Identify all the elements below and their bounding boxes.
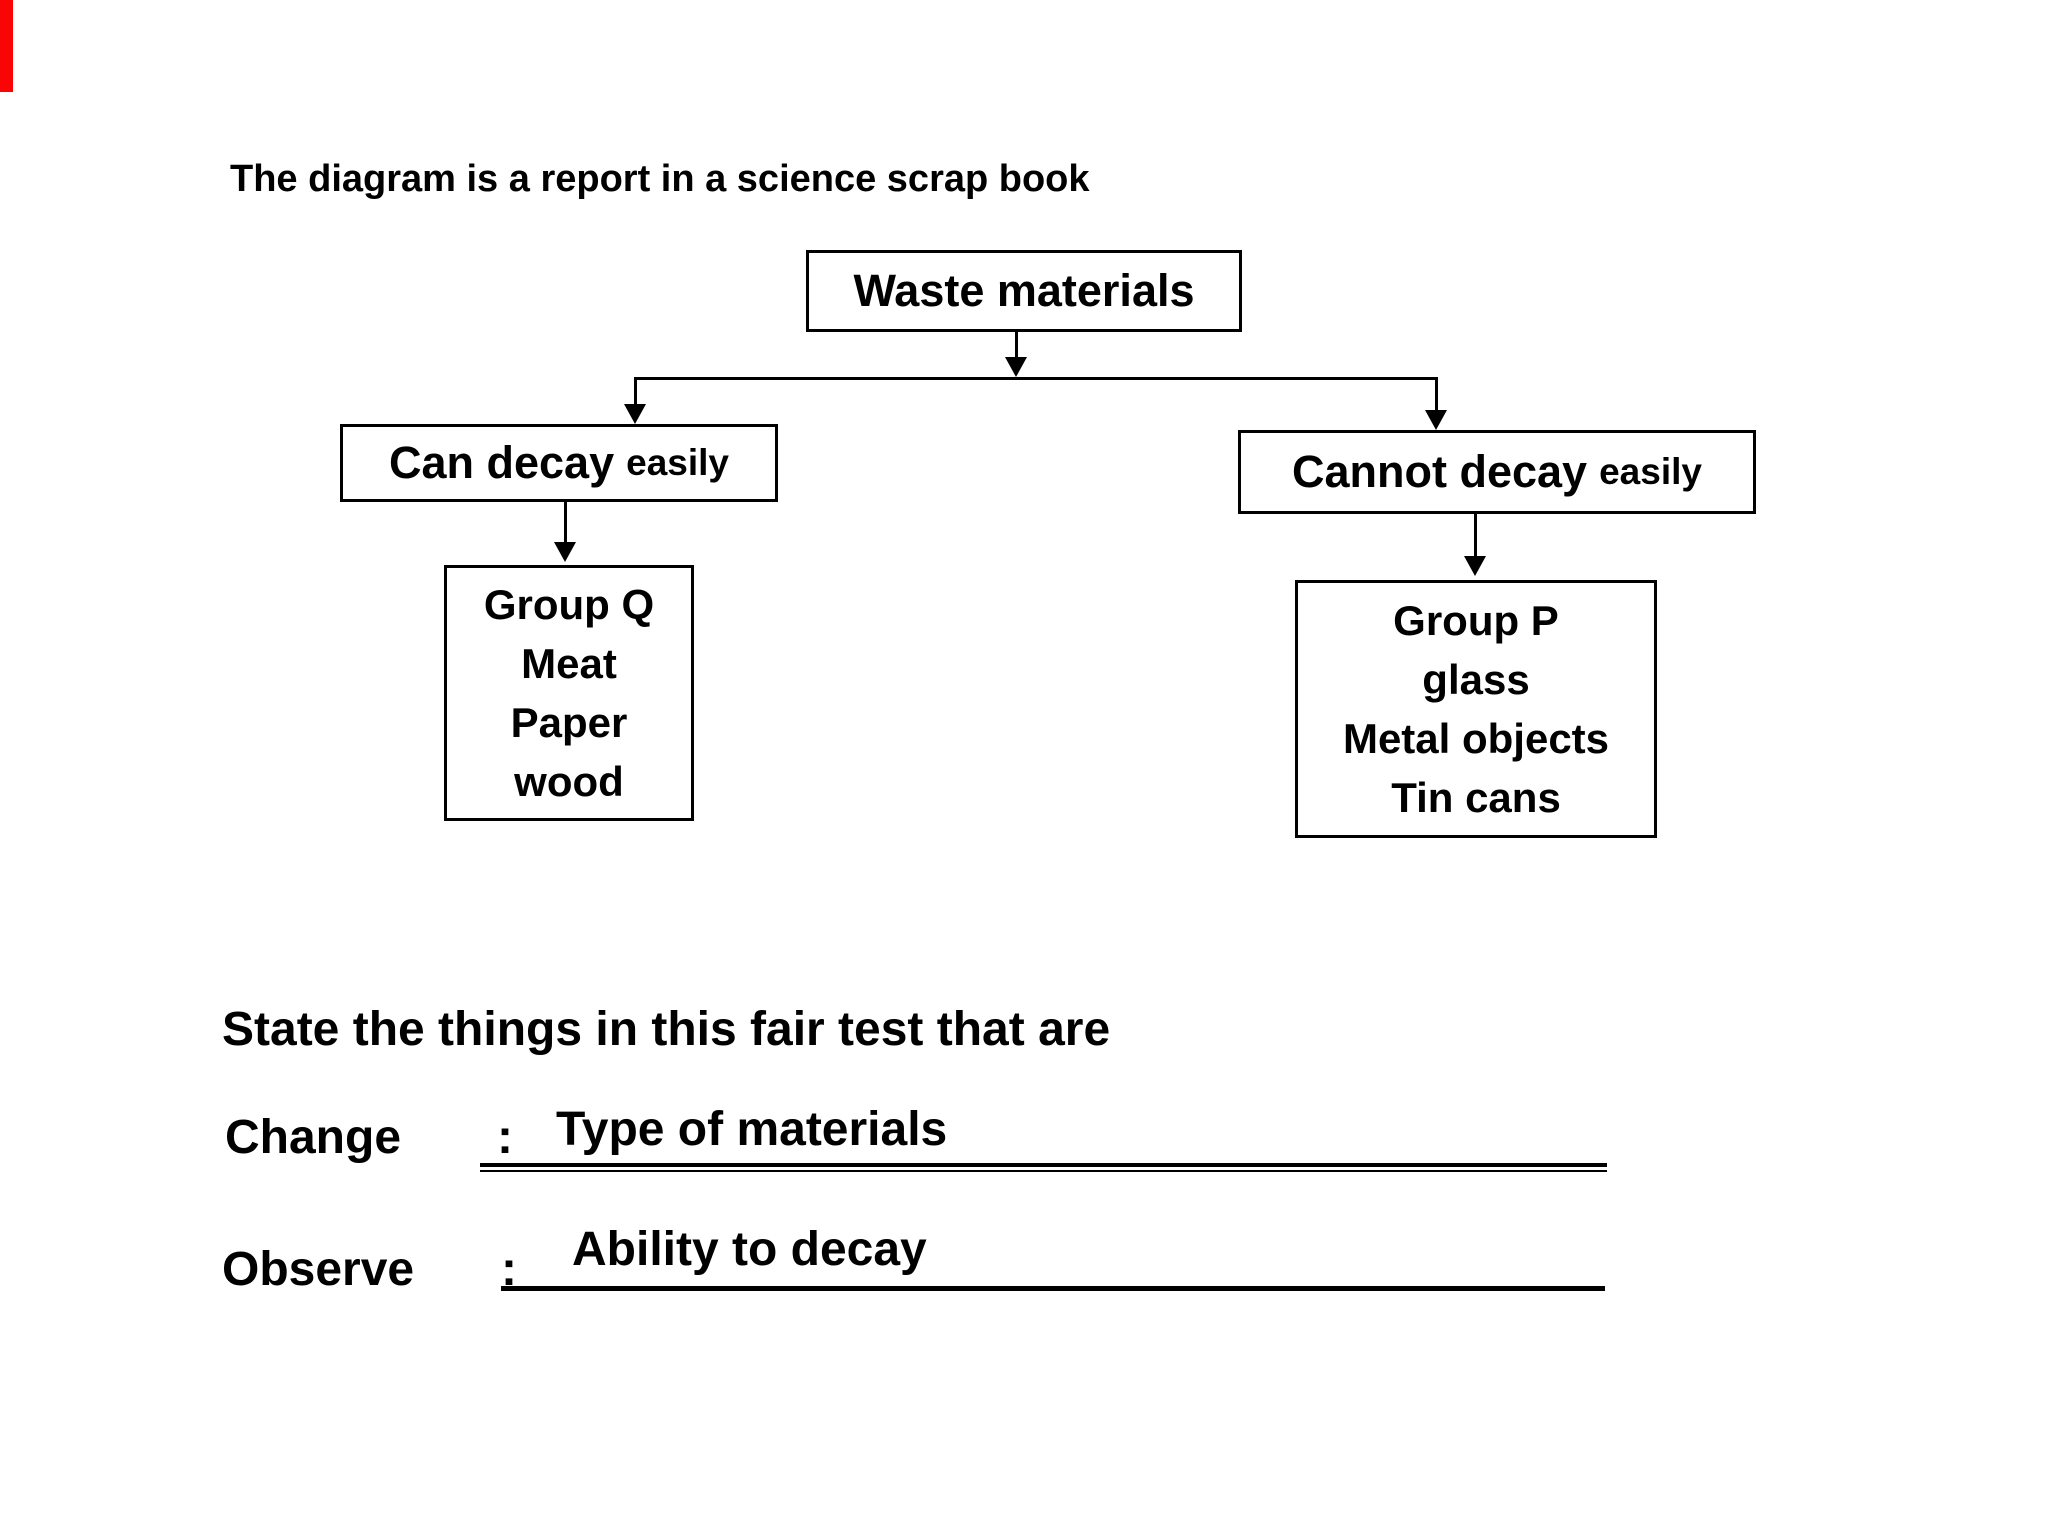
connector-cannot-to-groupp [1474, 514, 1477, 557]
observe-answer-line [501, 1286, 1605, 1291]
can-decay-suffix: easily [626, 442, 729, 483]
group-p-item: Tin cans [1391, 774, 1561, 821]
arrow-down-icon [624, 404, 646, 424]
change-answer: Type of materials [556, 1103, 948, 1156]
node-group-p: Group P glass Metal objects Tin cans [1295, 580, 1657, 838]
connector-left-drop [634, 377, 637, 405]
group-p-item: Metal objects [1342, 715, 1610, 762]
group-q-title: Group Q [483, 581, 655, 628]
node-waste-materials-label: Waste materials [853, 265, 1195, 316]
arrow-down-icon [1464, 556, 1486, 576]
cannot-decay-suffix: easily [1599, 451, 1702, 492]
connector-can-to-groupq [564, 502, 567, 543]
group-p-item: glass [1422, 656, 1530, 703]
group-q-item: wood [514, 758, 624, 805]
connector-root-stem [1015, 332, 1018, 358]
observe-colon: : [501, 1243, 517, 1296]
arrow-down-icon [1425, 410, 1447, 430]
cannot-decay-label: Cannot decay [1292, 446, 1588, 497]
change-answer-line [480, 1163, 1607, 1172]
connector-branch-line [634, 377, 1438, 380]
can-decay-label: Can decay [389, 437, 615, 488]
group-q-item: Paper [510, 699, 628, 746]
arrow-down-icon [554, 542, 576, 562]
node-can-decay-easily: Can decay easily [340, 424, 778, 502]
change-colon: : [497, 1111, 513, 1164]
connector-right-drop [1435, 377, 1438, 411]
red-edge-marker [0, 0, 13, 92]
observe-answer: Ability to decay [572, 1223, 927, 1276]
change-label: Change [225, 1111, 402, 1164]
node-group-q: Group Q Meat Paper wood [444, 565, 694, 821]
fair-test-prompt: State the things in this fair test that … [222, 1003, 1111, 1056]
observe-label: Observe [222, 1243, 415, 1296]
group-q-item: Meat [521, 640, 617, 687]
node-waste-materials: Waste materials [806, 250, 1242, 332]
arrow-down-icon [1005, 357, 1027, 377]
node-cannot-decay-easily: Cannot decay easily [1238, 430, 1756, 514]
group-p-title: Group P [1393, 597, 1559, 644]
page-title: The diagram is a report in a science scr… [230, 158, 1090, 200]
